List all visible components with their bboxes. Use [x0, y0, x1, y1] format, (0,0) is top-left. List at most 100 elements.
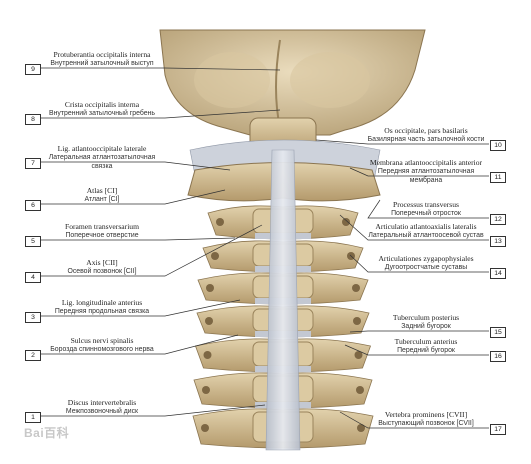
latin-term: Protuberantia occipitalis interna: [53, 50, 151, 59]
latin-term: Lig. atlantooccipitale laterale: [57, 144, 147, 153]
anatomy-label: Vertebra prominens [CVII]Выступающий поз…: [365, 410, 487, 428]
anterior-longitudinal-ligament: [265, 149, 301, 451]
leader-line: [367, 199, 489, 219]
russian-term: Латеральная атлантозатылочная связка: [48, 154, 156, 170]
foramen-transversarium: [352, 284, 360, 292]
leader-line: [40, 224, 263, 277]
foramen-transversarium: [357, 424, 365, 432]
label-number: 11: [490, 172, 506, 183]
russian-term: Борозда спинномозгового нерва: [50, 346, 154, 353]
leader-line: [40, 67, 281, 71]
occipital-fossa-right: [290, 52, 370, 108]
foramen-transversarium: [353, 317, 361, 325]
label-number: 13: [490, 236, 506, 247]
occipital-fossa-left: [194, 52, 270, 108]
latin-term: Membrana atlantooccipitalis anterior: [369, 158, 483, 167]
anatomy-label: Axis [CII]Осевой позвонок [CII]: [42, 258, 162, 276]
foramen-transversarium: [211, 252, 219, 260]
russian-term: Передняя продольная связка: [54, 308, 150, 315]
leader-line: [339, 214, 489, 241]
leader-line: [349, 330, 489, 333]
latin-term: Vertebra prominens [CVII]: [384, 410, 468, 419]
label-number: 9: [25, 64, 41, 75]
russian-term: Внутренний затылочный гребень: [49, 110, 155, 117]
latin-term: Articulatio atlantoaxialis lateralis: [375, 222, 477, 231]
leader-line: [40, 237, 236, 241]
label-number: 14: [490, 268, 506, 279]
foramen-transversarium: [206, 284, 214, 292]
foramen-transversarium: [203, 351, 212, 359]
foramen-transversarium: [354, 351, 363, 359]
leader-lines: [40, 67, 489, 429]
foramen-transversarium: [356, 386, 364, 394]
leader-line: [40, 189, 226, 205]
latin-term: Discus intervertebralis: [67, 398, 137, 407]
watermark: Bai百科: [24, 426, 70, 440]
russian-term: Латеральный атлантоосевой сустав: [368, 232, 484, 239]
leader-line: [40, 404, 266, 417]
leader-line: [40, 299, 241, 317]
russian-term: Выступающий позвонок [CVII]: [378, 420, 474, 427]
label-number: 6: [25, 200, 41, 211]
leader-line: [344, 344, 489, 356]
label-number: 10: [490, 140, 506, 151]
russian-term: Межпозвоночный диск: [65, 408, 139, 415]
russian-term: Атлант [CI]: [84, 196, 120, 203]
russian-term: Внутренний затылочный выступ: [50, 60, 154, 67]
label-number: 2: [25, 350, 41, 361]
russian-term: Задний бугорок: [401, 323, 451, 330]
label-number: 17: [490, 424, 506, 435]
label-number: 1: [25, 412, 41, 423]
latin-term: Os occipitale, pars basilaris: [384, 126, 468, 135]
foramen-transversarium: [201, 424, 209, 432]
foramen-transversarium: [202, 386, 210, 394]
leader-line: [315, 139, 489, 145]
foramen-transversarium: [205, 317, 213, 325]
latin-term: Sulcus nervi spinalis: [70, 336, 134, 345]
label-number: 7: [25, 158, 41, 169]
latin-term: Tuberculum posterius: [392, 313, 460, 322]
label-number: 16: [490, 351, 506, 362]
leader-line: [339, 411, 489, 429]
russian-term: Передний бугорок: [397, 347, 455, 354]
anatomy-label: Atlas [CI]Атлант [CI]: [42, 186, 162, 204]
label-number: 15: [490, 327, 506, 338]
russian-term: Поперечный отросток: [391, 210, 461, 217]
latin-term: Articulationes zygapophysiales: [378, 254, 474, 263]
label-number: 3: [25, 312, 41, 323]
leader-line: [40, 334, 239, 355]
label-number: 12: [490, 214, 506, 225]
russian-term: Базилярная часть затылочной кости: [367, 136, 485, 143]
russian-term: Осевой позвонок [CII]: [67, 268, 137, 275]
latin-term: Lig. longitudinale anterius: [61, 298, 143, 307]
label-number: 4: [25, 272, 41, 283]
leader-line: [40, 109, 281, 119]
foramen-transversarium: [342, 218, 350, 226]
russian-term: Дугоотростчатые суставы: [384, 264, 468, 271]
russian-term: Поперечное отверстие: [65, 232, 139, 239]
label-number: 5: [25, 236, 41, 247]
leader-line: [349, 167, 489, 177]
latin-term: Atlas [CI]: [86, 186, 118, 195]
leader-line: [40, 161, 231, 171]
latin-term: Processus transversus: [392, 200, 459, 209]
latin-term: Foramen transversarium: [64, 222, 140, 231]
leader-line: [349, 254, 489, 273]
label-number: 8: [25, 114, 41, 125]
latin-term: Tuberculum anterius: [394, 337, 458, 346]
